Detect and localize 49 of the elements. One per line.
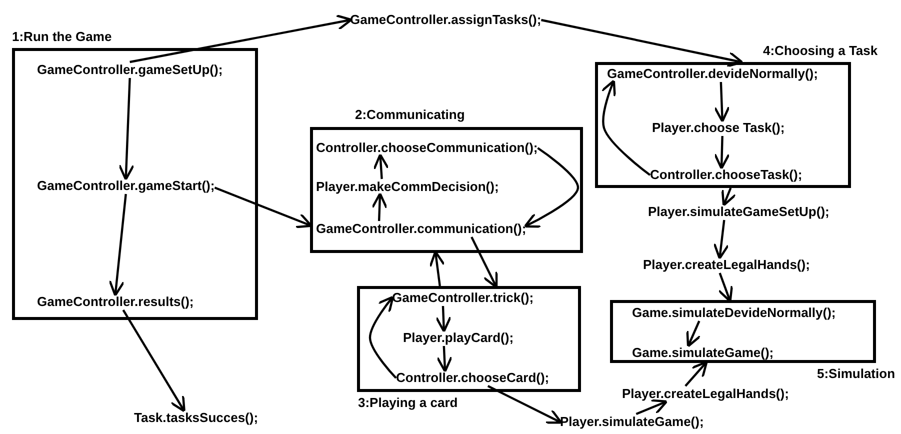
group-heading: 5:Simulation [817,366,896,382]
method-call: GameController.communication(); [316,221,526,237]
arrow [118,78,134,181]
arrow [713,220,730,260]
method-call: Player.simulateGameSetUp(); [648,204,830,220]
arrow [373,153,390,180]
method-call: GameController.gameStart(); [37,178,215,194]
arrow [130,14,352,64]
method-call: GameController.results(); [37,294,194,310]
arrow [714,82,730,123]
arrow [718,272,734,302]
arrow [714,136,730,170]
arrow [108,194,127,296]
method-call: Controller.chooseTask(); [650,167,802,183]
arrow [435,306,452,333]
arrow [487,385,562,424]
method-call: Player.makeCommDecision(); [316,179,499,195]
group-heading: 1:Run the Game [12,29,112,45]
arrow [686,320,702,348]
method-call: GameController.gameSetUp(); [37,62,223,78]
arrow [368,296,397,379]
method-call: GameController.trick(); [392,290,534,306]
group-heading: 2:Communicating [355,107,465,123]
method-call: Player.createLegalHands(); [622,386,789,402]
arrow [524,147,580,228]
method-call: Game.simulateGame(); [632,345,774,361]
arrow [436,346,453,373]
arrow [541,18,744,68]
method-call: Player.choose Task(); [652,120,785,136]
method-call: Controller.chooseCard(); [396,370,550,386]
arrow [371,192,388,222]
arrow [470,236,498,288]
method-call: Game.simulateDevideNormally(); [632,305,836,321]
arrow [600,80,651,176]
arrow [429,250,446,286]
method-call: Controller.chooseCommunication(); [316,140,538,156]
arrow [721,188,737,206]
method-call: GameController.assignTasks(); [350,12,542,28]
arrow [684,360,708,387]
method-call: Player.simulateGame(); [560,414,704,430]
method-call: GameController.devideNormally(); [607,66,818,82]
group-heading: 4:Choosing a Task [763,43,878,59]
method-call: Task.tasksSucces(); [134,410,258,426]
arrow [122,309,186,412]
arrow [636,399,668,416]
method-call: Player.createLegalHands(); [643,257,810,273]
arrow [214,186,312,228]
method-call: Player.playCard(); [403,330,514,346]
group-heading: 3:Playing a card [358,395,458,411]
